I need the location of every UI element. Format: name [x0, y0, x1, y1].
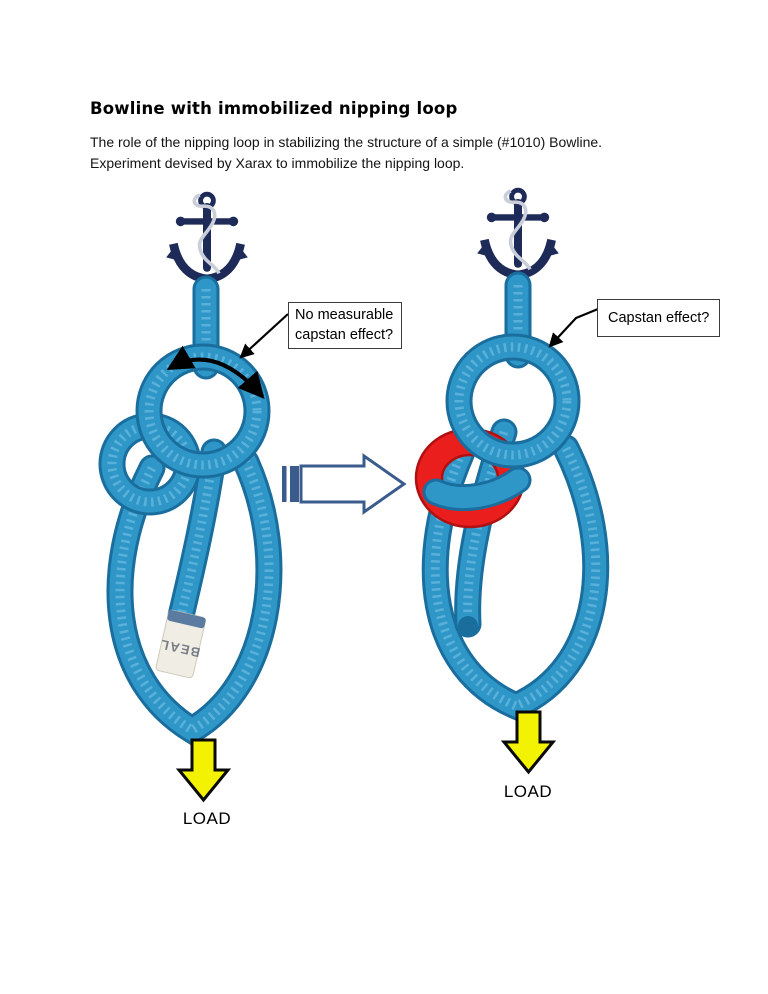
intro-line-2: Experiment devised by Xarax to immobiliz…	[90, 155, 465, 171]
anchor-icon	[477, 190, 559, 276]
figure-left-bowline-plain: BEAL	[98, 194, 289, 803]
callout-capstan-effect: Capstan effect?	[597, 299, 721, 338]
transform-striped-right-arrow-icon	[282, 453, 407, 515]
load-down-arrow-icon	[175, 738, 232, 803]
page-title: Bowline with immobilized nipping loop	[90, 99, 458, 119]
intro-line-1: The role of the nipping loop in stabiliz…	[90, 134, 603, 150]
rope-through-ring	[422, 466, 532, 511]
rotation-double-arrow-icon	[166, 345, 265, 399]
rope-brand-tag: BEAL	[155, 609, 206, 679]
rope-lower-loop	[106, 448, 283, 746]
rope-nipping-loop	[445, 333, 581, 469]
callout-no-capstan-effect: No measurable capstan effect?	[288, 302, 402, 349]
anchor-icon	[166, 194, 248, 280]
left-callout-pointer-line	[239, 313, 289, 359]
intro-paragraph: The role of the nipping loop in stabiliz…	[90, 132, 680, 174]
right-callout-pointer-line	[548, 307, 599, 348]
rope-lower-loop	[421, 434, 610, 721]
load-label-right: LOAD	[503, 782, 553, 801]
figure-right-bowline-with-ring	[414, 190, 610, 775]
load-label-left: LOAD	[182, 809, 232, 828]
load-down-arrow-icon	[500, 710, 557, 775]
